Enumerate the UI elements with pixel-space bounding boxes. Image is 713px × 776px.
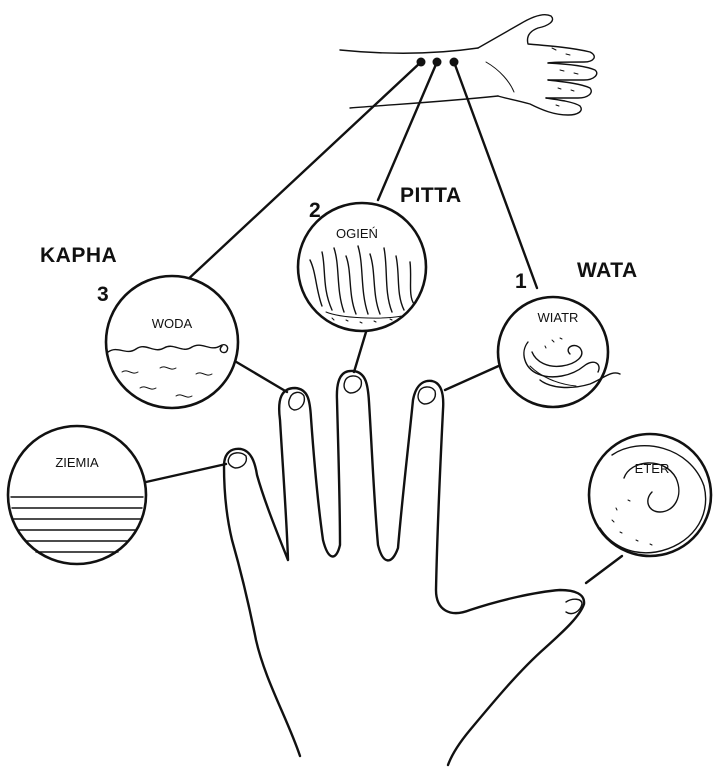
forearm-top-edge — [340, 48, 478, 53]
earth-label: ZIEMIA — [55, 455, 99, 470]
water-circle — [106, 276, 238, 408]
water-label: WODA — [152, 316, 193, 331]
finger-outline-1 — [548, 63, 597, 80]
dosha-pitta-title: PITTA — [400, 184, 462, 207]
nail-ring-finger — [289, 392, 305, 410]
wind-label: WIATR — [538, 310, 579, 325]
pulse-point-1 — [450, 58, 459, 67]
pulse-point-3 — [417, 58, 426, 67]
palm-line — [486, 62, 514, 92]
nail-little-finger — [228, 453, 246, 468]
dosha-pitta-number: 2 — [309, 199, 321, 222]
nail-middle-finger — [344, 376, 361, 393]
connector-wiatr — [445, 364, 503, 390]
hand-contour — [224, 371, 584, 765]
nail-index-finger — [418, 387, 435, 404]
connector-woda — [233, 360, 287, 392]
element-water: WODA — [106, 276, 238, 408]
connector-eter — [586, 556, 622, 583]
element-fire: OGIEŃ — [298, 203, 426, 331]
dosha-kapha-title: KAPHA — [40, 244, 117, 267]
connector-ziemia — [146, 464, 226, 482]
element-earth: ZIEMIA — [8, 426, 146, 564]
dosha-wata-title: WATA — [577, 259, 638, 282]
fire-label: OGIEŃ — [336, 226, 378, 241]
element-wind: WIATR — [498, 297, 620, 407]
thumb-outline — [478, 15, 594, 63]
dosha-kapha-number: 3 — [97, 283, 109, 306]
element-ether: ETER — [589, 434, 711, 556]
pulse-point-2 — [433, 58, 442, 67]
dosha-wata-number: 1 — [515, 270, 527, 293]
finger-outline-3 — [498, 96, 581, 115]
forearm-bottom-edge — [350, 96, 498, 108]
hand-outline — [224, 371, 584, 765]
finger-outline-2 — [546, 80, 591, 98]
earth-circle — [8, 426, 146, 564]
connector-ogien — [354, 332, 366, 372]
connector-pitta — [378, 62, 437, 200]
